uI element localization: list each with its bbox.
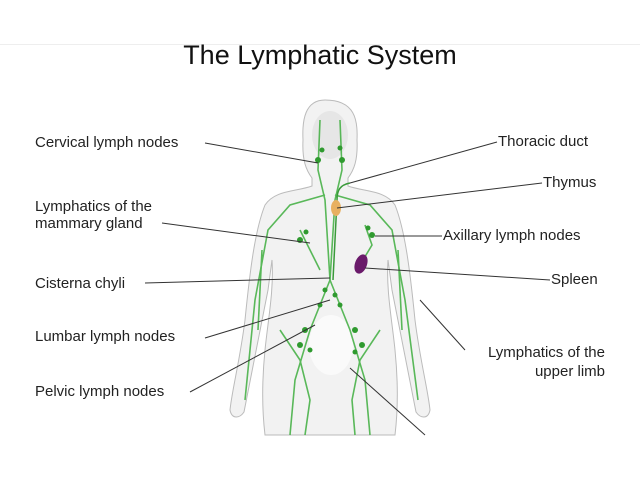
label-pelvic-lymph-nodes: Pelvic lymph nodes: [35, 383, 165, 400]
label-cervical-lymph-nodes: Cervical lymph nodes: [35, 134, 179, 151]
spleen-organ: [354, 254, 368, 274]
label-thymus: Thymus: [543, 174, 597, 191]
label-upper-limb-line1: Lymphatics of the: [487, 344, 605, 361]
label-spleen: Spleen: [551, 271, 598, 288]
label-axillary-lymph-nodes: Axillary lymph nodes: [443, 227, 581, 244]
label-mammary-line1: Lymphatics of the: [35, 198, 153, 215]
label-mammary-line2: mammary gland: [35, 215, 143, 232]
pelvis-shading: [309, 315, 353, 375]
head-shading: [312, 111, 348, 159]
leader-lines: [144, 141, 551, 436]
top-divider: [0, 44, 640, 45]
thoracic-duct-vessel: [332, 182, 351, 281]
lymph-vessels: [244, 119, 419, 436]
label-thoracic-duct: Thoracic duct: [498, 133, 589, 150]
label-cisterna-chyli: Cisterna chyli: [35, 275, 126, 292]
thymus-organ: [331, 200, 341, 216]
label-upper-limb-line2: upper limb: [534, 363, 605, 380]
diagram-title: The Lymphatic System: [183, 40, 457, 70]
label-lumbar-lymph-nodes: Lumbar lymph nodes: [35, 328, 176, 345]
